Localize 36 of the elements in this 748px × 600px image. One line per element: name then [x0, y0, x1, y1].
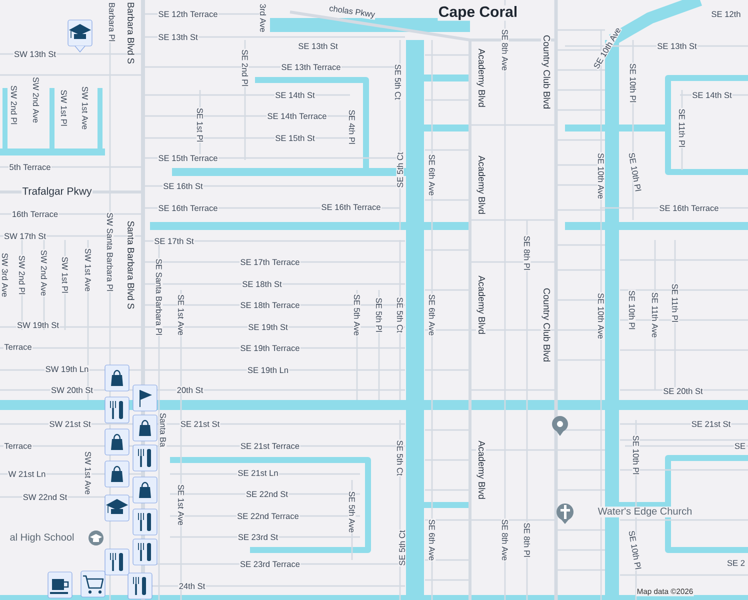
street-label: 20th St — [176, 386, 204, 394]
street-label: SE 19th Terrace — [240, 344, 300, 352]
street-label: SE 16th St — [162, 182, 204, 190]
street-label: SE 23rd St — [237, 533, 279, 541]
street-label: SE 20th St — [662, 387, 704, 395]
street-label: SE 10th Pl — [628, 151, 642, 193]
place-label: al High School — [9, 532, 75, 544]
street-label: SW 22nd St — [22, 493, 68, 501]
street-label: Academy Blvd — [476, 154, 486, 216]
street-label: SE 16th Terrace — [320, 203, 382, 211]
street-label: SE 10th Ave — [597, 292, 605, 340]
street-label: Trafalgar Pkwy — [22, 186, 93, 198]
street-label: 24th St — [178, 582, 206, 590]
place-label: Water's Edge Church — [597, 506, 693, 518]
street-label: SW 19th Ln — [44, 365, 90, 373]
street-label: Academy Blvd — [476, 48, 486, 108]
street-label: Academy Blvd — [476, 440, 486, 500]
street-label: SE 18th Terrace — [240, 301, 300, 309]
street-label: cholas Pkwy — [328, 4, 376, 20]
city-label: Cape Coral — [438, 5, 518, 21]
street-label: SW 19th St — [16, 321, 60, 329]
street-label: SE 22nd St — [245, 490, 289, 498]
street-label: Country Club Blvd — [541, 34, 551, 110]
street-label: Academy Blvd — [476, 274, 486, 336]
street-label: SE 10th Ave — [597, 152, 605, 200]
street-label: SE 19th St — [247, 323, 289, 331]
street-label: SE 19th Ln — [246, 366, 290, 374]
street-label: Country Club Blvd — [541, 287, 551, 363]
street-label: SW 20th St — [50, 386, 94, 394]
street-label: SE 22nd Terrace — [236, 512, 300, 520]
street-label: SE 18th St — [241, 280, 283, 288]
street-label: SE 16th Terrace — [658, 204, 720, 212]
street-label: SE 16th Terrace — [158, 204, 218, 212]
street-label: SE 23rd Terrace — [239, 560, 301, 568]
street-label: SE 11th Pl — [678, 108, 686, 148]
street-label: SE 10th Pl — [628, 529, 642, 571]
